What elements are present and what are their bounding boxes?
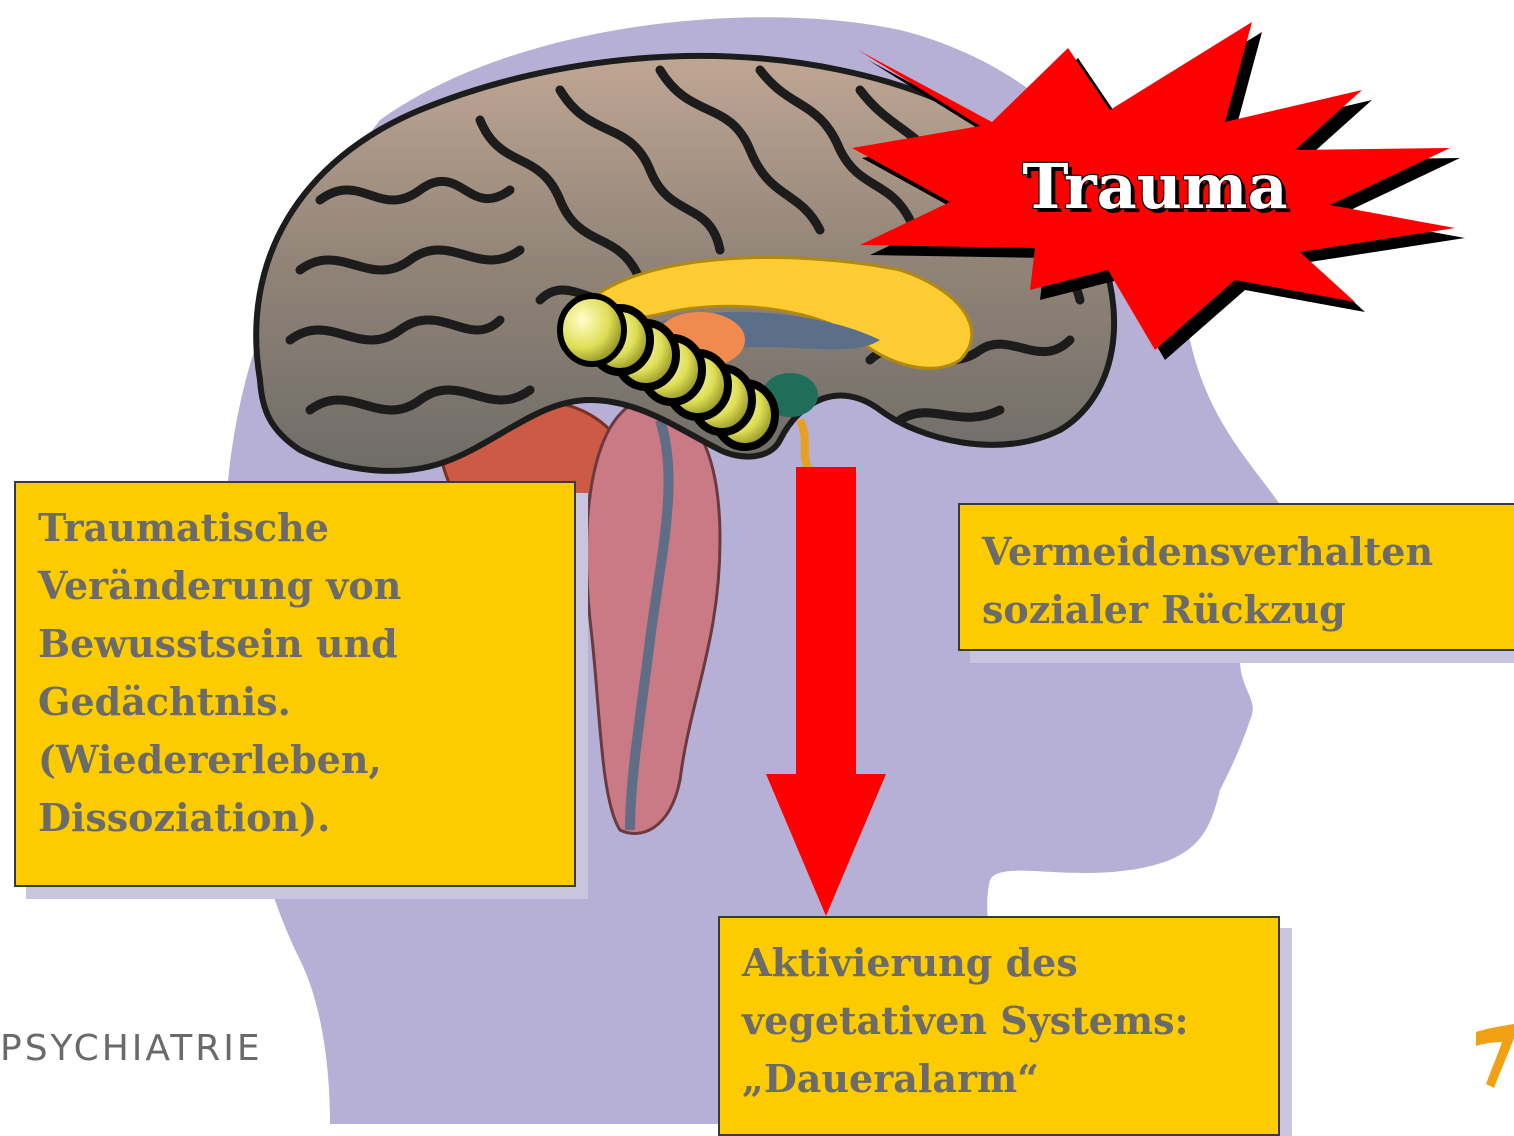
box-line: vegetativen Systems:	[742, 992, 1256, 1050]
box-line: „Daueralarm“	[742, 1050, 1256, 1108]
box-line: sozialer Rückzug	[982, 581, 1496, 639]
box-line: Dissoziation).	[38, 789, 552, 847]
logo-mark	[1470, 1018, 1514, 1092]
footer-psychiatrie-label: PSYCHIATRIE	[0, 1028, 263, 1069]
box-line: (Wiedererleben,	[38, 731, 552, 789]
trauma-label: Trauma	[990, 150, 1320, 223]
box-line: Vermeidensverhalten	[982, 523, 1496, 581]
box-line: Aktivierung des	[742, 934, 1256, 992]
box-vegetative-alarm: Aktivierung des vegetativen Systems: „Da…	[718, 916, 1280, 1136]
box-line: Traumatische	[38, 499, 552, 557]
box-line: Veränderung von	[38, 557, 552, 615]
box-avoidance: Vermeidensverhalten sozialer Rückzug	[958, 503, 1514, 651]
box-line: Gedächtnis.	[38, 673, 552, 731]
box-line: Bewusstsein und	[38, 615, 552, 673]
box-consciousness-memory: Traumatische Veränderung von Bewusstsein…	[14, 481, 576, 887]
